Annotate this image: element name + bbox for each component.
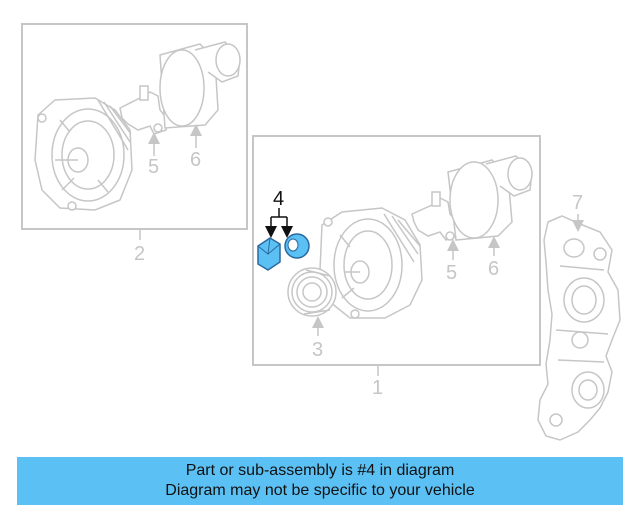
group-box-1 — [252, 135, 541, 366]
alternator-left — [34, 97, 133, 211]
alternator-main — [319, 207, 423, 319]
callout-6-left: 6 — [190, 149, 201, 171]
banner-line-2: Diagram may not be specific to your vehi… — [165, 482, 475, 499]
cover-right — [447, 155, 533, 241]
callout-4: 4 — [273, 188, 284, 210]
callout-5-right: 5 — [446, 262, 457, 284]
group-box-2 — [21, 23, 248, 230]
callout-3: 3 — [312, 339, 323, 361]
pulley — [287, 267, 337, 317]
bracket — [537, 215, 621, 441]
cover-left — [159, 41, 241, 129]
callout-5-left: 5 — [148, 156, 159, 178]
highlighted-washer — [284, 233, 310, 259]
highlighted-nut — [257, 237, 281, 271]
callout-7: 7 — [572, 192, 583, 214]
callout-4-leader — [265, 208, 293, 238]
callout-6-right: 6 — [488, 258, 499, 280]
info-banner: Part or sub-assembly is #4 in diagram Di… — [17, 457, 623, 505]
callout-2: 2 — [134, 243, 145, 265]
callout-1: 1 — [372, 377, 383, 399]
banner-line-1: Part or sub-assembly is #4 in diagram — [185, 462, 455, 479]
